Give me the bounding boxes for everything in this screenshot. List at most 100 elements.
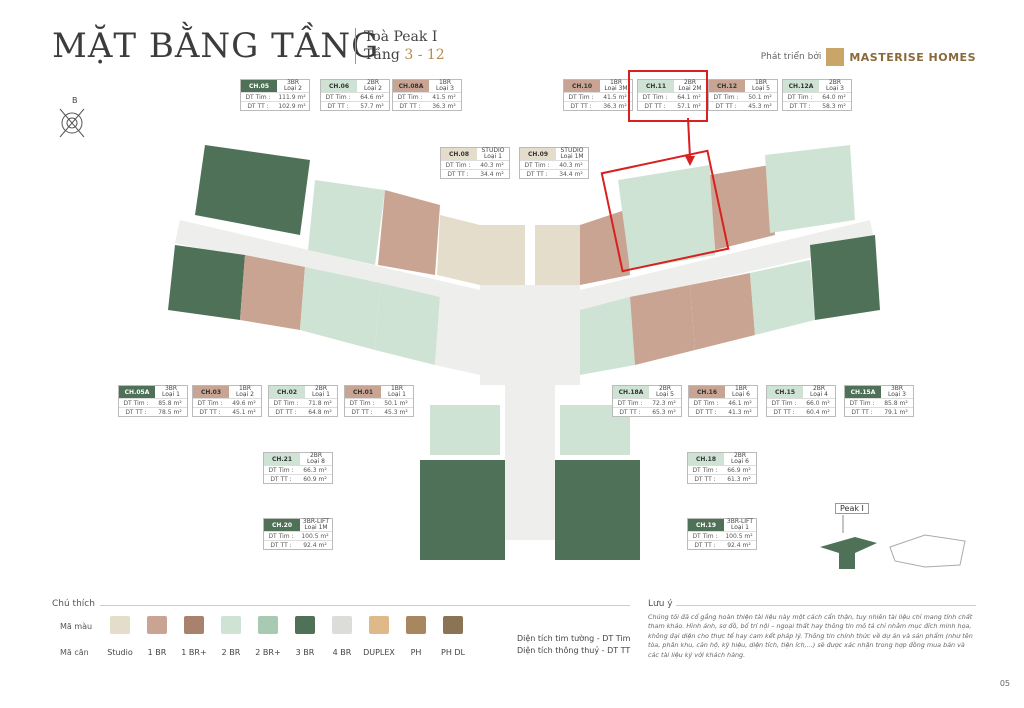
legend-swatch — [184, 616, 204, 634]
unit-code: CH.18 — [688, 453, 724, 465]
unit-area-tim: DT Tim :66.3 m² — [264, 465, 332, 474]
unit-code: CH.09 — [520, 148, 556, 160]
unit-area-tim: DT Tim :66.0 m² — [767, 398, 835, 407]
unit-code: CH.11 — [638, 80, 674, 92]
unit-code: CH.10 — [564, 80, 600, 92]
legend-swatch-label: PH — [410, 648, 422, 657]
unit-area-tt: DT TT :102.9 m² — [241, 101, 309, 110]
highlight-connector — [685, 118, 695, 166]
floor-info: Tầng 3 - 12 — [364, 47, 445, 63]
unit-area-tt: DT TT :45.1 m² — [193, 407, 261, 416]
legend-swatch-label: 3 BR — [295, 648, 315, 657]
highlight-label-ch11 — [628, 70, 708, 122]
page-title: MẶT BẰNG TẦNG — [52, 26, 380, 66]
unit-area-tim: DT Tim :46.1 m² — [689, 398, 757, 407]
developer-credit: Phát triển bởi MASTERISE HOMES — [761, 48, 976, 66]
legend-swatch-label: 1 BR+ — [181, 648, 207, 657]
legend-swatch — [221, 616, 241, 634]
legend-swatch-label: Studio — [107, 648, 133, 657]
unit-code: CH.12 — [709, 80, 745, 92]
unit-area-tim: DT Tim :41.5 m² — [564, 92, 632, 101]
legend-color-label: Mã màu — [60, 622, 93, 631]
unit-code: CH.20 — [264, 519, 300, 531]
unit-area-tt: DT TT :60.4 m² — [767, 407, 835, 416]
unit-area-tim: DT Tim :40.3 m² — [520, 160, 588, 169]
legend-swatch-label: 2 BR — [221, 648, 241, 657]
unit-area-tt: DT TT :34.4 m² — [441, 169, 509, 178]
unit-code: CH.03 — [193, 386, 229, 398]
unit-area-tt: DT TT :92.4 m² — [688, 540, 756, 549]
legend-swatch — [369, 616, 389, 634]
note-text: Chúng tôi đã cố gắng hoàn thiện tài liệu… — [648, 613, 973, 659]
floor-plan — [150, 125, 910, 595]
unit-area-tim: DT Tim :66.9 m² — [688, 465, 756, 474]
unit-area-tim: DT Tim :40.3 m² — [441, 160, 509, 169]
site-mini-map: Peak I — [815, 499, 975, 589]
unit-area-tt: DT TT :60.9 m² — [264, 474, 332, 483]
unit-area-tt: DT TT :36.3 m² — [564, 101, 632, 110]
unit-area-tt: DT TT :92.4 m² — [264, 540, 332, 549]
unit-area-tim: DT Tim :41.5 m² — [393, 92, 461, 101]
unit-code: CH.15A — [845, 386, 881, 398]
building-name: Toà Peak I — [364, 29, 438, 45]
unit-code: CH.02 — [269, 386, 305, 398]
area-note-tim: Diện tích tim tường - DT Tim — [517, 634, 631, 643]
legend-swatch-label: 4 BR — [332, 648, 352, 657]
legend-swatch-label: PH DL — [441, 648, 465, 657]
unit-code: CH.15 — [767, 386, 803, 398]
unit-area-tim: DT Tim :100.5 m² — [264, 531, 332, 540]
legend-swatch — [332, 616, 352, 634]
unit-area-tim: DT Tim :85.8 m² — [845, 398, 913, 407]
unit-area-tim: DT Tim :72.3 m² — [613, 398, 681, 407]
unit-area-tt: DT TT :57.1 m² — [638, 101, 706, 110]
unit-area-tt: DT TT :57.7 m² — [321, 101, 389, 110]
legend-swatch — [295, 616, 315, 634]
unit-code: CH.08A — [393, 80, 429, 92]
unit-area-tt: DT TT :45.3 m² — [709, 101, 777, 110]
unit-area-tt: DT TT :34.4 m² — [520, 169, 588, 178]
unit-area-tim: DT Tim :100.5 m² — [688, 531, 756, 540]
unit-area-tim: DT Tim :111.9 m² — [241, 92, 309, 101]
mini-map-label: Peak I — [835, 503, 869, 514]
unit-code: CH.05 — [241, 80, 277, 92]
legend-swatch — [258, 616, 278, 634]
unit-area-tim: DT Tim :50.1 m² — [709, 92, 777, 101]
masterise-logo-icon — [826, 48, 845, 66]
developer-prefix: Phát triển bởi — [760, 52, 822, 62]
developer-name: MASTERISE HOMES — [849, 50, 976, 64]
legend-swatch — [406, 616, 426, 634]
mini-map-shape — [820, 515, 966, 569]
note-title: Lưu ý — [648, 599, 673, 609]
compass-letter: B — [72, 96, 78, 105]
area-notes: Diện tích tim tường - DT Tim Diện tích t… — [517, 633, 630, 657]
unit-area-tt: DT TT :65.3 m² — [613, 407, 681, 416]
